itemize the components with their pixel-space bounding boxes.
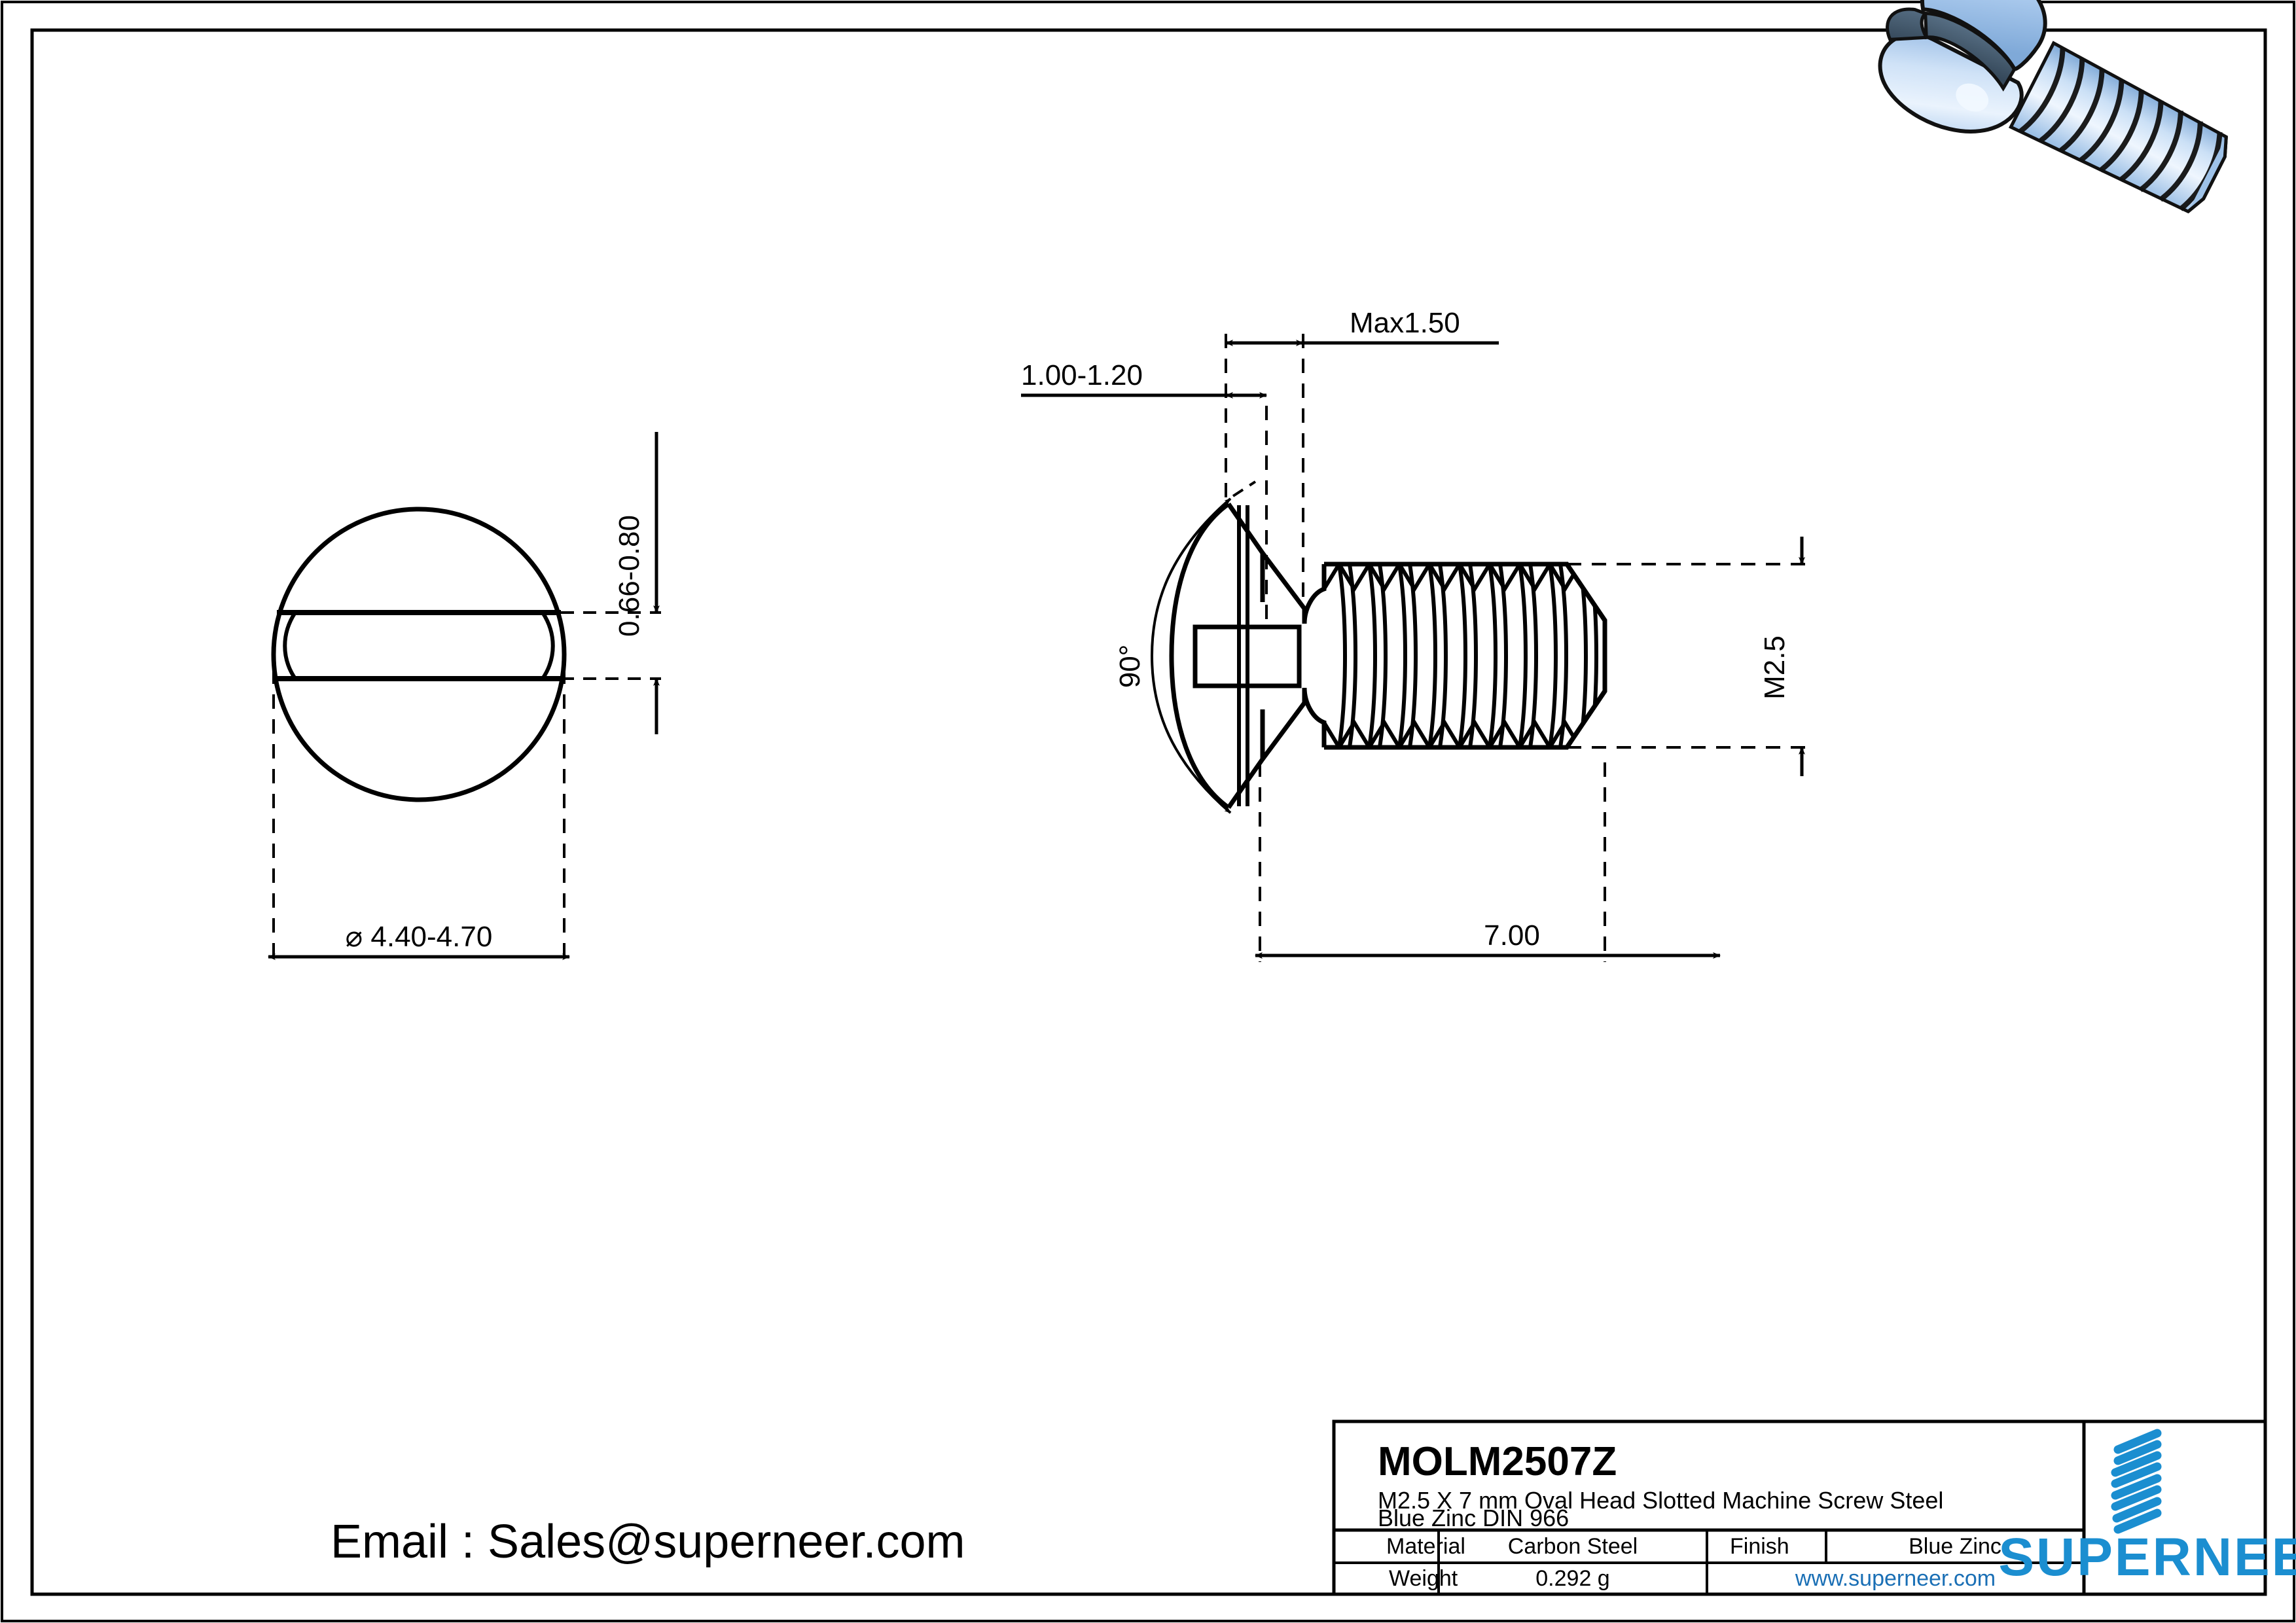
head-shank-fillet-lower [1302,687,1327,747]
dimension-label-slot-depth: 0.66-0.80 [613,515,645,637]
slot-end-arc-left [283,611,297,680]
title-block: MOLM2507Z M2.5 X 7 mm Oval Head Slotted … [1332,1419,2296,1596]
weight-value: 0.292 g [1535,1566,1609,1591]
screw-head-lower [1878,32,2024,134]
material-value: Carbon Steel [1508,1534,1638,1559]
material-label: Material [1386,1534,1465,1559]
title-block-frame [1332,1419,2267,1596]
dimension-label-length: 7.00 [1484,919,1540,952]
logo-stripes-icon [2111,1429,2162,1534]
head-outline-circle [271,507,567,802]
screw-slot-left [1886,7,1929,41]
screw-head-highlight [1956,83,1989,112]
head-shank-fillet-upper [1302,564,1327,624]
dimension-label-angle: 90° [1114,645,1146,688]
dimension-label-slot-width: 1.00-1.20 [1021,359,1143,391]
weight-label: Weight [1389,1566,1458,1591]
part-number: MOLM2507Z [1378,1439,1617,1484]
finish-label: Finish [1730,1534,1789,1559]
head-on-view: ⌀ 4.40-4.70 0.66-0.80 [268,432,661,962]
email-contact-line: Email : Sales@superneer.com [331,1516,965,1568]
dimension-label-head-height: Max1.50 [1350,307,1460,339]
screw-head-upper [1920,0,2047,71]
screw-thread-ridges [2018,48,2223,211]
sheet-inner-frame [30,28,2267,1596]
dimension-arc-angle [1150,497,1232,814]
isometric-screw-render [1878,0,2228,214]
thread-flank-lines [1337,564,1598,747]
thread-profile [1324,564,1605,747]
screw-slot-band [1924,12,2017,92]
part-description-line-2: Blue Zinc DIN 966 [1378,1505,1569,1531]
finish-value: Blue Zinc [1909,1534,2001,1559]
dimension-label-thread-size: M2.5 [1759,635,1791,700]
dimension-label-diameter: ⌀ 4.40-4.70 [346,921,493,953]
head-crown-arc [1169,502,1230,810]
website-link[interactable]: www.superneer.com [1795,1566,1996,1591]
slot-end-arc-right [541,611,555,680]
angle-leader-upper [1232,480,1257,497]
superneer-logo: SUPERNEER [1998,1429,2296,1587]
shank-end-chamfer [1565,563,1607,749]
side-section-view: Max1.50 1.00-1.20 90° M2.5 7.00 [1021,307,1806,962]
part-description-line-1: M2.5 X 7 mm Oval Head Slotted Machine Sc… [1378,1487,1943,1514]
logo-wordmark: SUPERNEER [1998,1527,2296,1587]
